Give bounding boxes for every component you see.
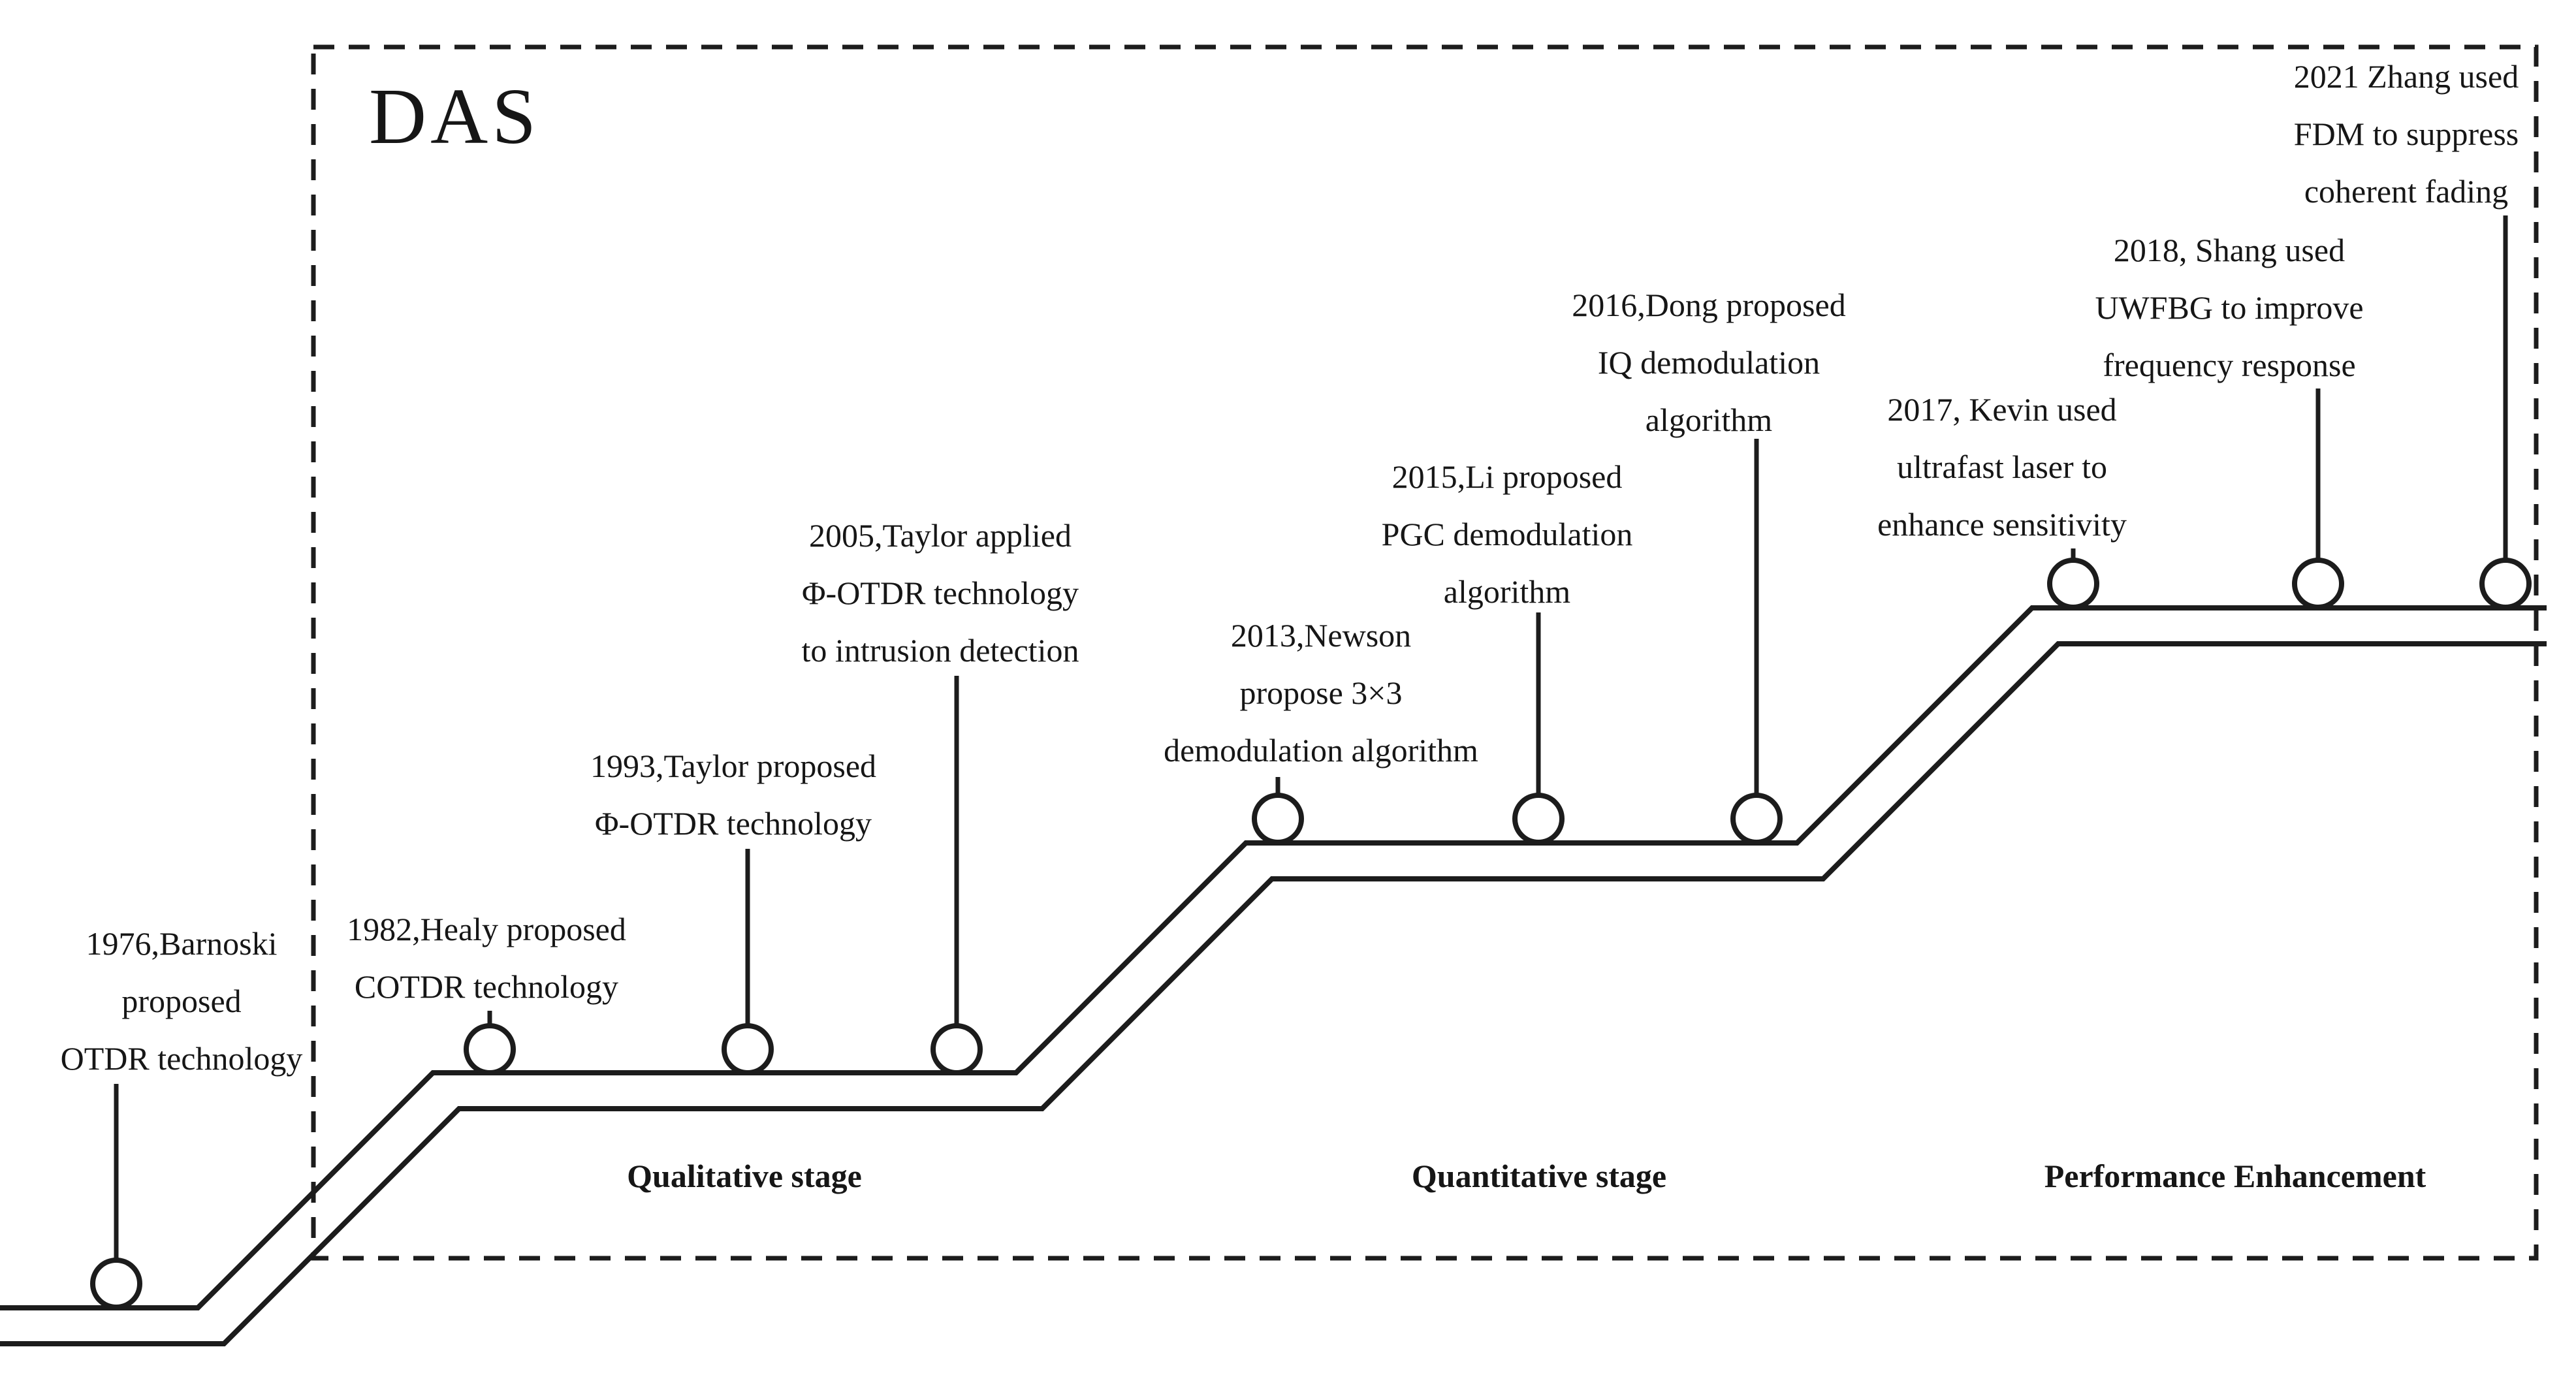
das-dashed-boundary — [311, 44, 2539, 1261]
milestone-marker-2018 — [2292, 558, 2344, 610]
staircase-line-lower — [0, 641, 2547, 1346]
milestone-marker-2005 — [930, 1023, 983, 1075]
milestone-marker-1976 — [90, 1258, 142, 1310]
milestone-marker-1982 — [464, 1023, 516, 1075]
milestone-marker-2017 — [2047, 558, 2099, 610]
connector-lines — [114, 215, 2508, 1261]
milestone-marker-1993 — [722, 1023, 774, 1075]
milestone-marker-2016 — [1730, 793, 1783, 845]
milestone-marker-2013 — [1252, 793, 1304, 845]
milestone-markers — [90, 558, 2532, 1310]
milestone-marker-2021 — [2479, 558, 2532, 610]
milestone-marker-2015 — [1512, 793, 1565, 845]
staircase-line-upper — [0, 605, 2547, 1310]
